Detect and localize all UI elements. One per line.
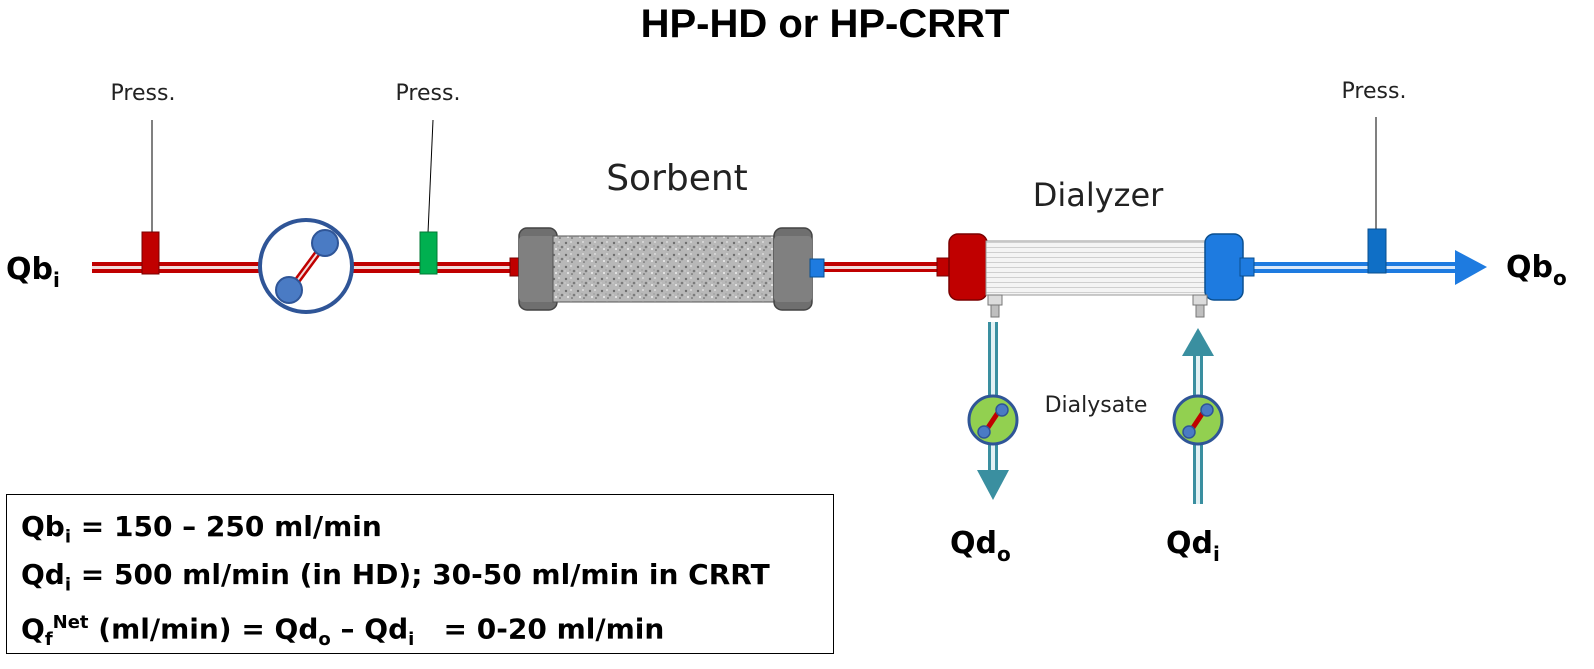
dialysate-in-pump-icon [1172, 394, 1224, 446]
pressure-label-2: Press. [396, 81, 461, 106]
sorbent-label: Sorbent [606, 158, 748, 199]
sorbent-cartridge [509, 227, 825, 311]
pressure-label-3: Press. [1342, 79, 1407, 104]
flow-label-qdo: Qdo [950, 526, 1011, 566]
pressure-sensor-1 [141, 120, 160, 275]
flow-rate-legend: Qbi = 150 – 250 ml/min Qdi = 500 ml/min … [6, 494, 834, 654]
dialysate-out-pump-icon [967, 394, 1019, 446]
dialysate-label: Dialysate [1045, 393, 1148, 418]
blood-out-arrow-icon [1455, 250, 1487, 285]
flow-label-qdi: Qdi [1166, 526, 1220, 566]
dialysate-in-arrow-icon [1182, 328, 1214, 356]
pressure-sensor-2 [419, 119, 438, 275]
pressure-label-1: Press. [111, 81, 176, 106]
blood-pump-icon [258, 218, 354, 314]
flow-label-qbi: Qbi [6, 252, 60, 292]
legend-row-qf-net: QfNet (ml/min) = Qdo – Qdi = 0-20 ml/min [21, 612, 665, 650]
flow-label-qbo: Qbo [1506, 250, 1567, 290]
legend-row-qbi: Qbi = 150 – 250 ml/min [21, 510, 382, 548]
venous-blood-line [1245, 250, 1487, 285]
legend-row-qdi: Qdi = 500 ml/min (in HD); 30-50 ml/min i… [21, 558, 770, 596]
dialyzer [936, 233, 1255, 318]
diagram-title: HP-HD or HP-CRRT [641, 2, 1010, 46]
dialysate-out-arrow-icon [977, 470, 1009, 500]
pressure-sensor-3 [1367, 117, 1387, 274]
dialyzer-label: Dialyzer [1033, 176, 1164, 214]
